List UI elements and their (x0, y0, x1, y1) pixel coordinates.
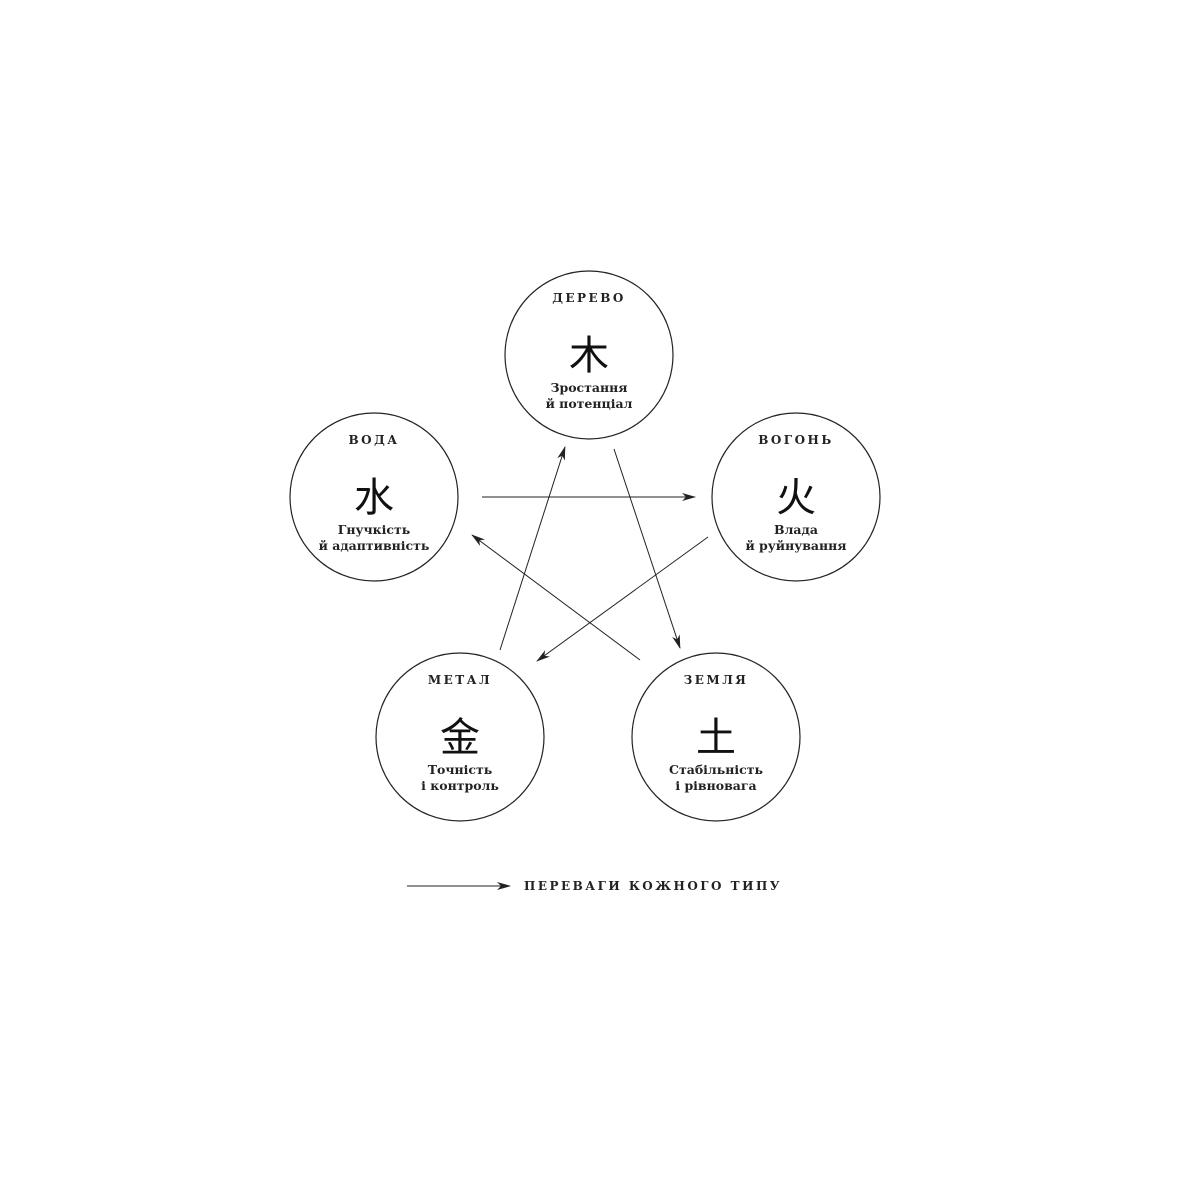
element-desc-line1: Точність (428, 762, 493, 777)
arrow-earth-water (471, 534, 641, 661)
arrow-wood-earth (613, 448, 681, 649)
element-glyph: 土 (696, 715, 736, 761)
arrows-layer (471, 446, 709, 662)
element-glyph: 火 (776, 475, 816, 521)
element-circle (631, 652, 801, 822)
element-title: МЕТАЛ (428, 673, 492, 687)
element-glyph: 水 (354, 475, 394, 521)
element-title: ВОГОНЬ (758, 433, 834, 447)
arrow-fire-metal (536, 536, 709, 662)
element-title: ЗЕМЛЯ (684, 673, 749, 687)
element-desc-line2: і контроль (421, 778, 499, 793)
element-title: ДЕРЕВО (552, 291, 626, 305)
element-desc-line1: Зростання (550, 380, 627, 395)
arrow-metal-wood (499, 446, 566, 651)
element-desc-line1: Стабільність (669, 762, 763, 777)
element-circle (375, 652, 545, 822)
element-desc-line2: і рівновага (675, 778, 756, 793)
element-glyph: 金 (440, 715, 480, 761)
element-circle (289, 412, 459, 582)
element-desc-line2: й потенціал (546, 396, 633, 411)
element-glyph: 木 (569, 333, 609, 379)
element-desc-line1: Гнучкість (338, 522, 411, 537)
element-circle (711, 412, 881, 582)
legend-label: ПЕРЕВАГИ КОЖНОГО ТИПУ (524, 879, 782, 893)
element-title: ВОДА (348, 433, 399, 447)
element-desc-line1: Влада (774, 522, 818, 537)
element-circle (504, 270, 674, 440)
element-desc-line2: й адаптивність (319, 538, 430, 553)
element-desc-line2: й руйнування (745, 538, 846, 553)
legend: ПЕРЕВАГИ КОЖНОГО ТИПУ (407, 879, 782, 893)
